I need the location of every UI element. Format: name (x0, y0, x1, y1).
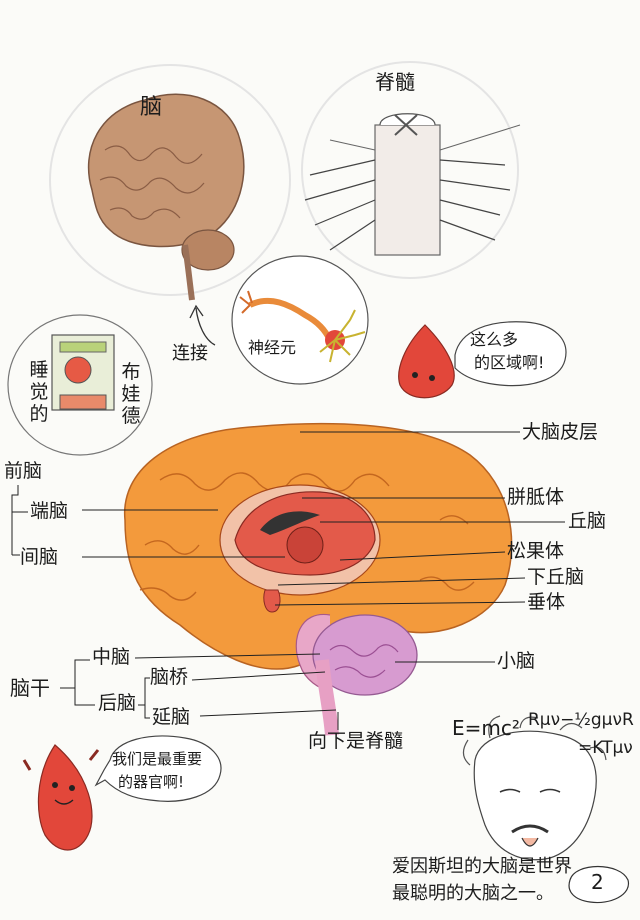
main-brain-drawing (124, 422, 513, 736)
top-speech-bubble (454, 321, 567, 387)
einstein-drawing (462, 715, 607, 861)
medulla-label: 延脑 (152, 706, 191, 728)
telencephalon-label: 端脑 (30, 500, 69, 522)
sleep-left-text: 睡觉的 (29, 359, 49, 425)
right-leader-lines (274, 431, 565, 730)
thalamus-label: 丘脑 (568, 510, 607, 532)
pons-label: 脑桥 (150, 666, 189, 688)
page-number: 2 (591, 870, 604, 894)
left-bracket-lines (11, 485, 337, 719)
hypothalamus-label: 下丘脑 (527, 566, 585, 588)
top-speech-line-2: 的区域啊! (474, 353, 545, 372)
connect-arrow (195, 307, 216, 346)
bottom-speech-bubble (94, 735, 222, 802)
small-brain-drawing (87, 93, 245, 301)
einstein-caption-line-2: 最聪明的大脑之一。 (392, 883, 554, 904)
sleep-panel-circle (7, 314, 153, 456)
neuron-circle-outline (231, 255, 369, 385)
einstein-caption-line-1: 爱因斯坦的大脑是世界 (392, 856, 572, 877)
connect-label: 连接 (172, 343, 208, 364)
sleep-right-text: 布娃德 (121, 361, 141, 427)
top-speech-line-1: 这么多 (470, 330, 519, 349)
brain-circle-outline (49, 64, 291, 296)
hindbrain-label: 后脑 (98, 692, 137, 714)
bottom-speech-line-2: 的器官啊! (118, 773, 185, 791)
corpus-callosum-label: 胼胝体 (507, 486, 565, 508)
forebrain-label: 前脑 (4, 460, 43, 482)
neuron-label: 神经元 (248, 338, 297, 357)
brainstem-label: 脑干 (10, 676, 50, 700)
diencephalon-label: 间脑 (20, 546, 59, 568)
neuron-drawing (239, 290, 366, 363)
pineal-label: 松果体 (507, 540, 565, 562)
page-number-cloud (568, 865, 629, 904)
bottom-speech-line-1: 我们是最重要 (112, 750, 203, 768)
formula-einstein-field-2: =KTμν (578, 738, 633, 758)
pituitary-label: 垂体 (527, 591, 566, 613)
cortex-label: 大脑皮层 (522, 421, 599, 443)
sleeping-figure-drawing (51, 334, 115, 411)
spinal-cord-drawing (304, 113, 521, 256)
spine-circle-outline (301, 61, 519, 279)
formula-emc2: E=mc² (452, 716, 520, 740)
formula-einstein-field-1: Rμν−½gμνR (528, 710, 634, 730)
brain-label: 脑 (140, 95, 163, 120)
cerebellum-label: 小脑 (497, 650, 536, 672)
mascot-top-drawing (398, 324, 455, 399)
midbrain-label: 中脑 (92, 646, 131, 668)
spine-label: 脊髓 (375, 70, 415, 94)
spinal-down-label: 向下是脊髓 (308, 730, 404, 752)
mascot-bottom-drawing (22, 744, 100, 851)
